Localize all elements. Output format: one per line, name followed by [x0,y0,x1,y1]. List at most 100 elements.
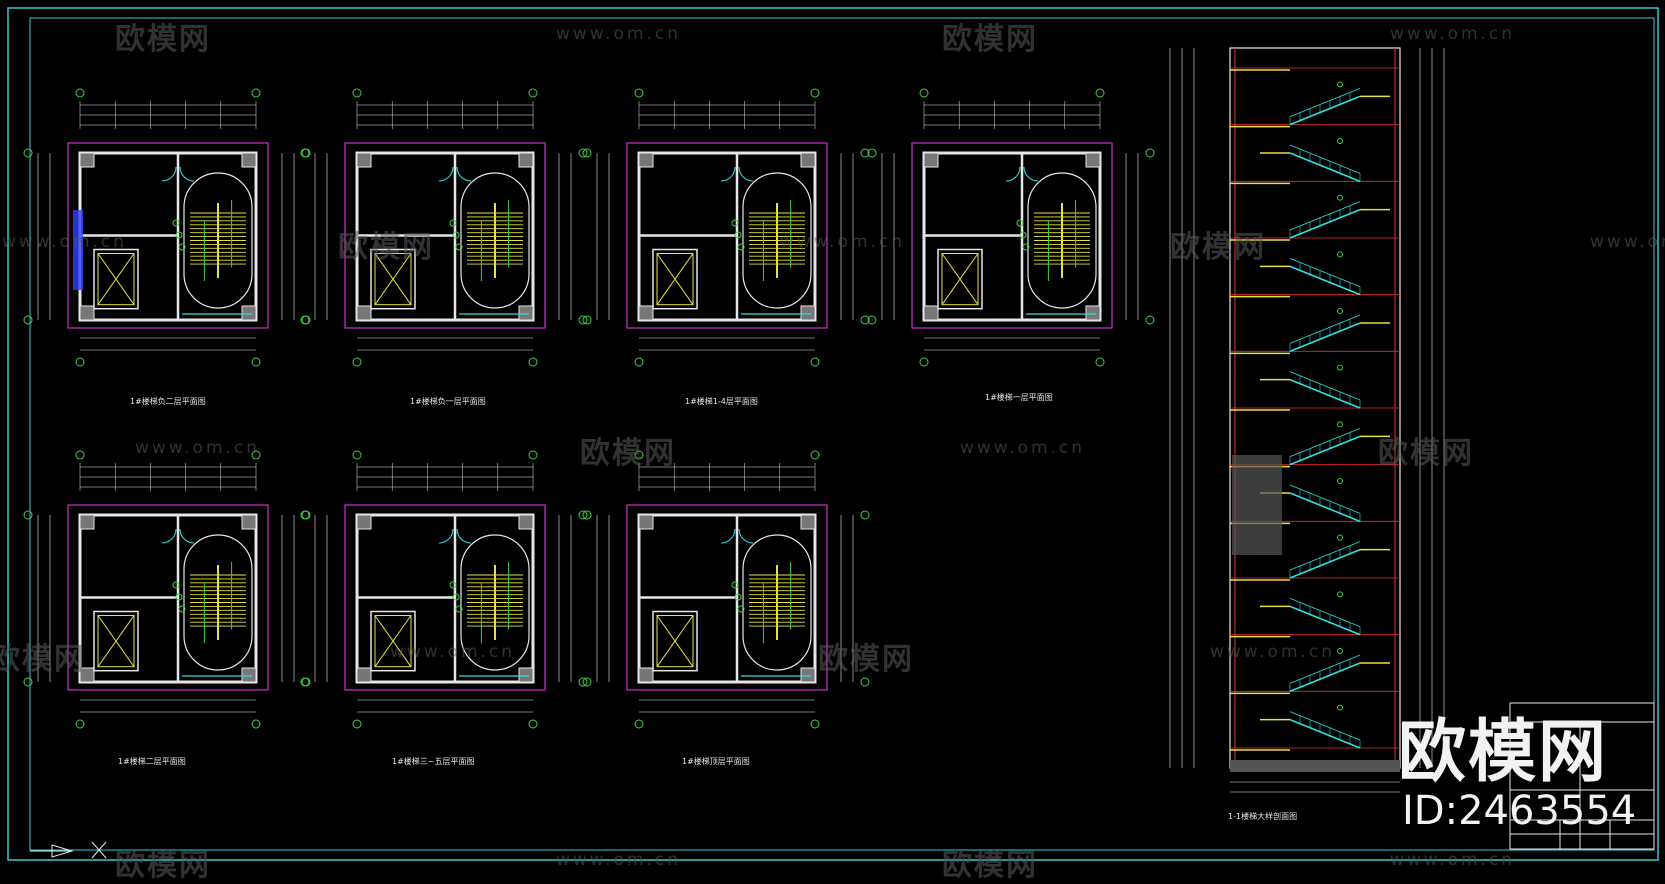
axis-bubble [867,148,877,158]
stair-plan-5 [23,450,311,729]
section-annotation-marker [1337,364,1343,371]
elevator-cross [374,615,412,667]
brand-overlay-id: ID:2463554 [1402,788,1637,834]
annotation-marker [731,219,739,227]
section-annotation-marker [1337,308,1343,314]
elevator-cross [374,253,412,305]
stair-flight [1289,605,1361,636]
axis-bubble [528,719,538,729]
plan-caption: 1#楼梯负一层平面图 [410,397,486,406]
watermark-url: www.om.cn [556,850,682,870]
elevator-shaft [370,610,416,672]
axis-bubble [251,357,261,367]
watermark-url-text: www.om.cn [780,232,905,252]
axis-bubble [251,88,261,98]
elevator-cross [656,615,694,667]
door-swing [1005,166,1021,182]
annotation-marker [175,231,183,239]
section-annotation-marker [1337,138,1343,144]
elevator-car [374,615,412,668]
elevator-cross [656,253,694,305]
door-swing [438,166,454,182]
plan-caption: 1#楼梯二层平面图 [118,757,186,766]
watermark-logo-text: 欧模网 [580,428,676,472]
stair-plan-4 [867,88,1155,367]
stair-plan-7 [582,450,870,729]
axis-bubble [300,315,310,325]
column [638,514,654,530]
elevator-car [97,253,135,306]
annotation-marker [1019,231,1027,239]
watermark-brand: 欧模网 [1378,436,1474,471]
watermark-url-text: www.om.cn [135,438,260,458]
watermark-url-text: www.om.cn [1210,642,1335,662]
section-annotation-marker [1337,534,1343,541]
door-swing [438,528,454,544]
column [518,305,534,321]
plan-boundary [67,142,269,329]
stair-railing [1289,257,1361,288]
axis-bubble [578,510,588,520]
axis-bubble [1145,148,1155,158]
watermark-logo-text: 欧模网 [0,634,86,678]
annotation-marker [734,231,742,239]
watermark-url: www.om.cn [1390,850,1516,870]
stair-flight [1289,435,1361,466]
stair-well [742,534,812,671]
axis-bubble [582,510,592,520]
stair-plan-1 [23,88,311,367]
door-swing [720,528,736,544]
watermark-brand: 欧模网 [818,642,914,677]
axis-bubble [582,677,592,687]
stair-flight [1289,95,1361,126]
column [356,305,372,321]
column [356,667,372,683]
axis-bubble [634,450,644,460]
stair-railing [1289,314,1361,344]
stair-section [1169,47,1445,793]
axis-bubble [352,719,362,729]
section-annotation-marker [1337,704,1343,711]
plan-boundary [626,142,828,329]
watermark-logo-text: 欧模网 [942,840,1038,884]
stair-well [742,172,812,309]
watermark-brand: 欧模网 [338,230,434,265]
section-annotation-marker [1337,194,1343,201]
column [79,305,95,321]
watermark-brand: 欧模网 [0,642,86,677]
door-swing [456,528,472,544]
dimension-lines [596,101,854,351]
elevator-shaft [93,248,139,310]
watermark-url: www.om.cn [390,642,516,662]
watermark-url-text: www.om.cn [1390,850,1515,870]
watermark-logo-text: 欧模网 [818,634,914,678]
door-swing [161,166,177,182]
annotation-marker [1022,243,1030,251]
watermark-url: www.om.cn [1590,232,1665,252]
stair-well [183,534,253,671]
section-annotation-marker [1337,421,1343,428]
axis-bubble [810,357,820,367]
elevator-car [656,615,694,668]
column [241,305,257,321]
column [518,667,534,683]
stair-flight [1289,265,1361,296]
watermark-logo-text: 欧模网 [115,14,211,58]
stair-flight [1289,322,1361,353]
axis-bubble [810,719,820,729]
section-annotation-marker [1337,478,1343,484]
axis-bubble [860,677,870,687]
stair-flight [1289,208,1361,239]
watermark-logo-text: 欧模网 [942,14,1038,58]
watermark-brand: 欧模网 [580,436,676,471]
axis-bubble [528,450,538,460]
column [79,152,95,168]
annotation-marker [178,243,186,251]
watermark-url: www.om.cn [960,438,1086,458]
axis-bubble [23,510,33,520]
annotation-marker [178,605,186,613]
axis-bubble [578,315,588,325]
column [800,152,816,168]
elevator-shaft [652,248,698,310]
